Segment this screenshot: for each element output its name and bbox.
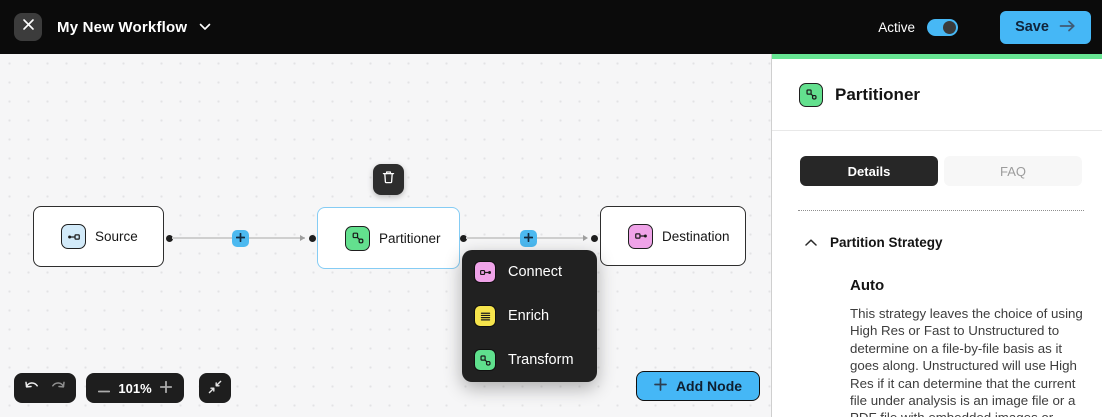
panel-accent-bar xyxy=(772,54,1102,59)
partition-strategy-section-header[interactable]: Partition Strategy xyxy=(805,233,1102,251)
node-label: Destination xyxy=(662,228,730,244)
fit-view-button[interactable] xyxy=(208,380,222,397)
section-title: Partition Strategy xyxy=(830,234,943,250)
node-label: Source xyxy=(95,229,138,244)
undo-button[interactable] xyxy=(24,380,40,396)
source-connector-icon xyxy=(61,224,86,249)
menu-item-label: Enrich xyxy=(508,308,550,324)
connect-icon xyxy=(474,261,496,283)
menu-item-label: Transform xyxy=(508,352,574,368)
plus-icon xyxy=(159,380,173,396)
zoom-controls: 101% xyxy=(86,373,184,403)
close-workflow-button[interactable] xyxy=(14,13,42,41)
partitioner-icon xyxy=(799,82,823,107)
partitioner-input-port[interactable] xyxy=(308,234,316,242)
top-bar: My New Workflow Active Save xyxy=(0,0,1102,54)
dotted-divider xyxy=(798,210,1084,211)
node-details-panel: Partitioner Details FAQ Partition Strate… xyxy=(771,54,1102,417)
node-destination[interactable]: Destination xyxy=(600,206,746,266)
plus-icon xyxy=(654,378,667,394)
delete-node-button[interactable] xyxy=(373,164,404,195)
source-output-port[interactable] xyxy=(165,234,173,242)
arrow-right-icon xyxy=(1059,20,1076,35)
save-button[interactable]: Save xyxy=(1000,10,1091,44)
node-label: Partitioner xyxy=(379,230,441,246)
node-partitioner[interactable]: Partitioner xyxy=(317,207,460,269)
add-node-on-edge-button[interactable] xyxy=(519,229,537,247)
menu-item-connect[interactable]: Connect xyxy=(474,250,585,294)
workflow-canvas[interactable]: Source Partitioner Destination xyxy=(0,54,771,417)
workflow-name[interactable]: My New Workflow xyxy=(57,18,188,36)
zoom-in-button[interactable] xyxy=(159,380,173,396)
chevron-up-icon xyxy=(805,233,817,251)
topbar-actions: Active Save xyxy=(878,10,1091,44)
trash-icon xyxy=(382,170,395,189)
chevron-down-icon[interactable] xyxy=(199,23,211,31)
toggle-knob xyxy=(943,20,956,34)
plus-icon xyxy=(523,229,533,247)
add-node-button[interactable]: Add Node xyxy=(636,371,760,401)
zoom-out-button[interactable] xyxy=(97,381,111,396)
add-node-on-edge-button[interactable] xyxy=(231,229,249,247)
menu-item-transform[interactable]: Transform xyxy=(474,338,585,382)
transform-icon xyxy=(474,349,496,371)
save-button-label: Save xyxy=(1015,19,1049,35)
history-controls xyxy=(14,373,76,403)
enrich-icon xyxy=(474,305,496,327)
menu-item-label: Connect xyxy=(508,264,563,280)
active-label: Active xyxy=(878,19,915,35)
menu-item-enrich[interactable]: Enrich xyxy=(474,294,585,338)
panel-header: Partitioner xyxy=(772,59,1102,131)
fit-view-control xyxy=(199,373,231,403)
edge-arrowhead xyxy=(300,234,305,241)
partitioner-icon xyxy=(345,225,370,251)
add-node-context-menu: Connect Enrich Transform xyxy=(462,250,597,382)
close-icon xyxy=(22,18,35,36)
redo-button[interactable] xyxy=(50,380,66,396)
panel-title: Partitioner xyxy=(835,84,921,104)
minus-icon xyxy=(97,381,111,396)
panel-tabs: Details FAQ xyxy=(772,131,1102,186)
add-node-label: Add Node xyxy=(675,378,743,394)
redo-icon xyxy=(50,380,66,396)
tab-faq[interactable]: FAQ xyxy=(944,156,1082,186)
destination-connector-icon xyxy=(628,223,653,249)
plus-icon xyxy=(235,229,245,247)
tab-details[interactable]: Details xyxy=(800,156,938,186)
edge-arrowhead xyxy=(583,234,588,241)
partitioner-output-port[interactable] xyxy=(459,234,467,242)
collapse-arrows-icon xyxy=(208,380,222,397)
zoom-level: 101% xyxy=(118,380,152,396)
node-source[interactable]: Source xyxy=(33,206,164,267)
strategy-name: Auto xyxy=(850,277,885,294)
undo-icon xyxy=(24,380,40,396)
destination-input-port[interactable] xyxy=(590,234,598,242)
strategy-description: This strategy leaves the choice of using… xyxy=(850,306,1083,417)
active-toggle[interactable] xyxy=(927,18,958,36)
